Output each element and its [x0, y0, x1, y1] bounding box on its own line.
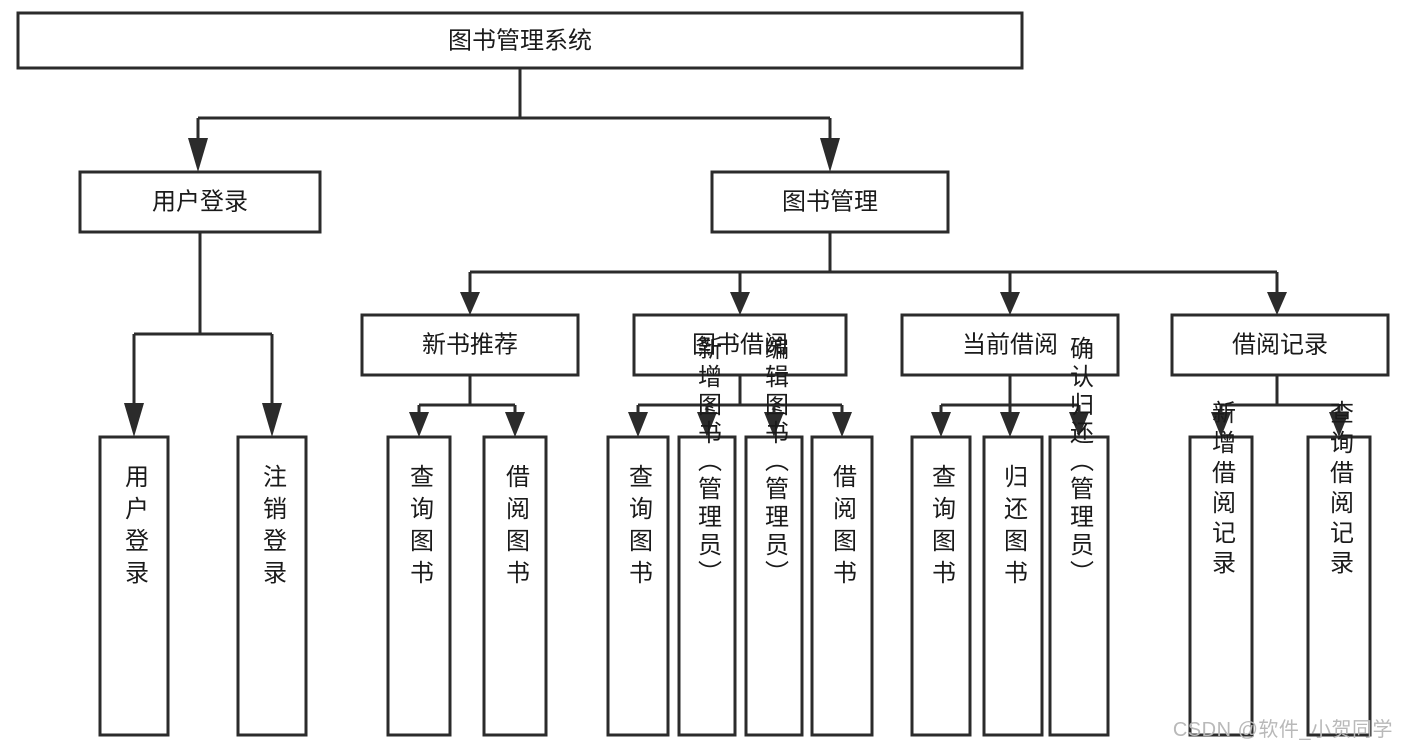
- edge-bookborrow-to-bus: [636, 375, 844, 418]
- node-leaf-nbr-query-book[interactable]: 查询图书: [386, 435, 452, 737]
- arrowhead-to-leaf-user-login: [124, 403, 144, 437]
- book-borrow-label: 图书借阅: [692, 331, 788, 358]
- leaf-bb-borrow-book-box[interactable]: [810, 435, 874, 737]
- root-box[interactable]: [16, 11, 1024, 70]
- arrowhead-cb-return-book: [1000, 412, 1020, 437]
- edge-borrowrecord-to-bus: [1219, 375, 1341, 418]
- node-leaf-bb-edit-book[interactable]: 编辑图书（管理员）: [744, 336, 804, 737]
- arrowhead-to-current-borrow: [1000, 292, 1020, 315]
- leaf-bb-add-book-label: 新增图书（管理员）: [694, 336, 722, 588]
- connector-layer: [124, 68, 1349, 437]
- user-login-box[interactable]: [78, 170, 322, 234]
- arrowhead-br-query-record: [1329, 412, 1349, 437]
- node-user-login[interactable]: 用户登录: [78, 170, 322, 234]
- node-current-borrow[interactable]: 当前借阅: [900, 313, 1120, 377]
- arrowhead-to-book-borrow: [730, 292, 750, 315]
- leaf-bb-query-book-label: 查询图书: [625, 464, 653, 592]
- arrowhead-cb-query-book: [931, 412, 951, 437]
- edge-currentborrow-to-bus: [939, 375, 1081, 418]
- leaf-cb-return-book-box[interactable]: [982, 435, 1044, 737]
- node-root-system[interactable]: 图书管理系统: [16, 11, 1024, 70]
- book-management-box[interactable]: [710, 170, 950, 234]
- arrowhead-bb-borrow-book: [832, 412, 852, 437]
- new-book-recommend-label: 新书推荐: [422, 331, 518, 358]
- node-leaf-br-add-record[interactable]: 新增借阅记录: [1188, 400, 1254, 737]
- arrowhead-cb-confirm-return: [1069, 412, 1089, 437]
- arrowhead-to-leaf-user-logout: [262, 403, 282, 437]
- csdn-watermark: CSDN @软件_小贺同学: [1172, 719, 1393, 741]
- root-label: 图书管理系统: [448, 27, 592, 54]
- new-book-recommend-box[interactable]: [360, 313, 580, 377]
- node-leaf-cb-return-book[interactable]: 归还图书: [982, 435, 1044, 737]
- arrowhead-bb-query-book: [628, 412, 648, 437]
- leaf-br-add-record-label: 新增借阅记录: [1208, 400, 1236, 580]
- leaf-cb-query-book-label: 查询图书: [928, 464, 956, 592]
- node-leaf-nbr-borrow-book[interactable]: 借阅图书: [482, 435, 548, 737]
- borrow-record-box[interactable]: [1170, 313, 1390, 377]
- leaf-nbr-query-book-box[interactable]: [386, 435, 452, 737]
- edge-bookmgmt-to-bus: [468, 232, 1279, 294]
- node-leaf-cb-confirm-return[interactable]: 确认归还（管理员）: [1048, 336, 1110, 737]
- node-leaf-br-query-record[interactable]: 查询借阅记录: [1306, 400, 1372, 737]
- borrow-record-label: 借阅记录: [1232, 331, 1328, 358]
- leaf-cb-confirm-return-label: 确认归还（管理员）: [1066, 336, 1094, 588]
- leaf-br-query-record-label: 查询借阅记录: [1326, 400, 1354, 580]
- leaf-nbr-borrow-book-box[interactable]: [482, 435, 548, 737]
- leaf-bb-edit-book-label: 编辑图书（管理员）: [761, 336, 789, 588]
- node-book-management[interactable]: 图书管理: [710, 170, 950, 234]
- arrowhead-to-book-mgmt: [820, 138, 840, 172]
- arrowhead-nbr-query-book: [409, 412, 429, 437]
- leaf-nbr-borrow-book-label: 借阅图书: [502, 464, 530, 592]
- leaf-nbr-query-book-label: 查询图书: [406, 464, 434, 592]
- node-leaf-bb-query-book[interactable]: 查询图书: [606, 435, 670, 737]
- arrowhead-to-new-book-rec: [460, 292, 480, 315]
- leaf-bb-query-book-box[interactable]: [606, 435, 670, 737]
- leaf-bb-borrow-book-label: 借阅图书: [829, 464, 857, 592]
- leaf-br-add-record-box[interactable]: [1188, 435, 1254, 737]
- node-leaf-user-login[interactable]: 用户登录: [98, 435, 170, 737]
- arrowhead-bb-edit-book: [764, 412, 784, 437]
- leaf-bb-edit-book-box[interactable]: [744, 435, 804, 737]
- arrowhead-br-add-record: [1211, 412, 1231, 437]
- arrowhead-nbr-borrow-book: [505, 412, 525, 437]
- user-login-label: 用户登录: [152, 188, 248, 215]
- leaf-cb-return-book-label: 归还图书: [1000, 464, 1028, 592]
- arrowhead-bb-add-book: [697, 412, 717, 437]
- arrowhead-to-borrow-record: [1267, 292, 1287, 315]
- node-book-borrow[interactable]: 图书借阅: [632, 313, 848, 377]
- current-borrow-label: 当前借阅: [962, 331, 1058, 358]
- leaf-user-login-label: 用户登录: [121, 464, 149, 592]
- edge-userlogin-to-bus: [132, 232, 274, 405]
- leaf-user-logout-label: 注销登录: [259, 464, 287, 592]
- leaf-br-query-record-box[interactable]: [1306, 435, 1372, 737]
- leaf-cb-query-book-box[interactable]: [910, 435, 972, 737]
- node-leaf-cb-query-book[interactable]: 查询图书: [910, 435, 972, 737]
- leaf-user-logout-box[interactable]: [236, 435, 308, 737]
- current-borrow-box[interactable]: [900, 313, 1120, 377]
- arrowhead-to-user-login: [188, 138, 208, 172]
- node-leaf-user-logout[interactable]: 注销登录: [236, 435, 308, 737]
- node-borrow-record[interactable]: 借阅记录: [1170, 313, 1390, 377]
- node-new-book-recommend[interactable]: 新书推荐: [360, 313, 580, 377]
- book-management-label: 图书管理: [782, 188, 878, 215]
- edge-newbookrec-to-bus: [417, 375, 517, 418]
- leaf-cb-confirm-return-box[interactable]: [1048, 435, 1110, 737]
- leaf-user-login-box[interactable]: [98, 435, 170, 737]
- leaf-bb-add-book-box[interactable]: [677, 435, 737, 737]
- edge-root-to-bus: [196, 68, 832, 140]
- node-leaf-bb-borrow-book[interactable]: 借阅图书: [810, 435, 874, 737]
- book-borrow-box[interactable]: [632, 313, 848, 377]
- node-leaf-bb-add-book[interactable]: 新增图书（管理员）: [677, 336, 737, 737]
